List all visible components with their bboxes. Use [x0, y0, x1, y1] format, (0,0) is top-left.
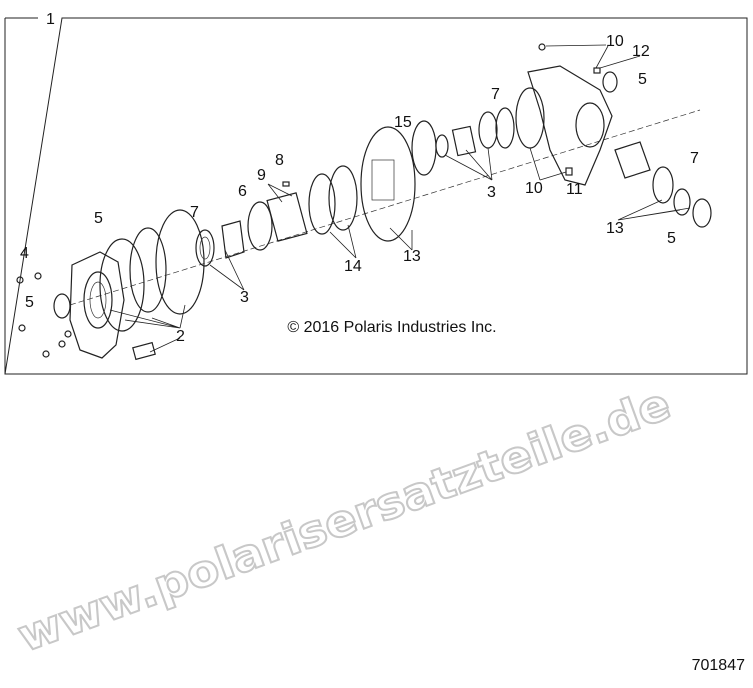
callout-8: 8: [275, 152, 284, 169]
callout-labels: 10 12 5 7 15 8 9 6 7 5 4 5 3 14 13 3 10 …: [20, 33, 699, 345]
plate-14: [308, 173, 336, 235]
assembly-label: 1: [46, 11, 55, 28]
o-ring: [99, 238, 145, 332]
roll-cage-9: [266, 192, 308, 242]
sensor-11: [565, 167, 573, 176]
plate: [155, 209, 205, 315]
pin-8: [282, 181, 290, 187]
callout-5-top: 5: [638, 71, 647, 88]
leader-lines: [109, 44, 691, 353]
center-axis: [69, 109, 701, 306]
callout-15: 15: [394, 114, 412, 131]
callout-4: 4: [20, 245, 29, 262]
gasket: [129, 227, 167, 313]
callout-7-mid: 7: [491, 86, 500, 103]
callout-7-left: 7: [190, 204, 199, 221]
callout-6: 6: [238, 183, 247, 200]
callout-7-right: 7: [690, 150, 699, 167]
hub-3-right: [451, 125, 477, 157]
filter: [132, 341, 156, 361]
bearing-inner: [199, 236, 211, 260]
ring-14: [328, 165, 358, 231]
seal-left: [53, 293, 71, 319]
roller-13: [371, 159, 395, 201]
callout-3-left: 3: [240, 289, 249, 306]
callout-3-right: 3: [487, 184, 496, 201]
assembly-frame: [4, 17, 748, 375]
bolts: [16, 272, 72, 358]
seal-5-top: [602, 71, 618, 93]
callout-14: 14: [344, 258, 362, 275]
plug-12: [593, 67, 601, 74]
watermark: www.polarisersatzteile.de: [11, 378, 677, 662]
bushing-3: [435, 134, 449, 158]
bearing-7-mid: [495, 107, 515, 149]
callout-5-left: 5: [25, 294, 34, 311]
snap-ring-13: [673, 188, 691, 216]
callout-13-mid: 13: [403, 248, 421, 265]
pinion-shaft: [614, 141, 651, 179]
sleeve-10: [515, 87, 545, 149]
main-housing: [527, 65, 613, 186]
fitting-10: [538, 43, 546, 51]
copyright-notice: © 2016 Polaris Industries Inc.: [287, 319, 496, 336]
hub-3: [221, 220, 245, 259]
callout-13-right: 13: [606, 220, 624, 237]
callout-12: 12: [632, 43, 650, 60]
bearing-7-left: [195, 229, 215, 267]
seal-5-right: [692, 198, 712, 228]
callout-5-left-top: 5: [94, 210, 103, 227]
reference-number: 701847: [691, 657, 745, 674]
gear-13: [360, 126, 416, 242]
callout-10-bottom: 10: [525, 180, 543, 197]
callout-11: 11: [566, 181, 583, 198]
callout-10-top: 10: [606, 33, 624, 50]
callout-9: 9: [257, 167, 266, 184]
front-cover: [69, 251, 125, 359]
housing-bore: [575, 102, 605, 148]
plate-6: [247, 201, 273, 251]
washer-3: [478, 111, 498, 149]
ring-15: [411, 120, 437, 176]
callout-5-right: 5: [667, 230, 676, 247]
callout-2: 2: [176, 328, 185, 345]
bearing-7-right: [652, 166, 674, 204]
